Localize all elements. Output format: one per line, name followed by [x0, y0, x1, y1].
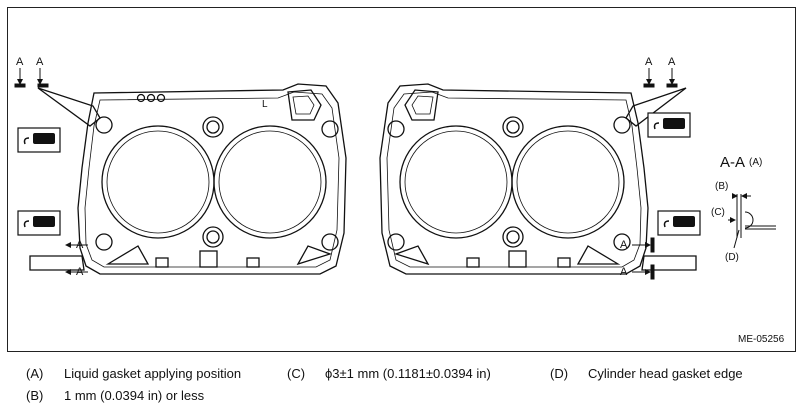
- legend-item-b: (B) 1 mm (0.0394 in) or less: [26, 388, 204, 403]
- gasket-diagram: L A A A A: [7, 7, 796, 352]
- left-head-mark: L: [262, 99, 268, 110]
- diagram-canvas: L A A A A: [14, 56, 785, 345]
- callout-c: (C): [711, 207, 725, 218]
- legend-text: Liquid gasket applying position: [64, 366, 242, 381]
- section-key: (A): [749, 157, 762, 168]
- left-gasket-markers: A A A A: [14, 56, 88, 278]
- arrow-label-a: A: [645, 56, 653, 68]
- figure-code: ME-05256: [738, 334, 785, 345]
- right-gasket-markers: A A A A: [620, 56, 678, 280]
- arrow-label-a: A: [620, 239, 628, 251]
- arrow-label-a: A: [620, 266, 628, 278]
- legend-key: (D): [550, 366, 569, 381]
- section-title: A-A: [720, 154, 745, 171]
- liquid-gasket-icon: [17, 210, 61, 236]
- right-head-gasket: [379, 83, 697, 275]
- legend-item-a: (A) Liquid gasket applying position: [26, 366, 241, 381]
- legend-text: Cylinder head gasket edge: [588, 366, 743, 381]
- left-head-gasket: [29, 83, 347, 275]
- liquid-gasket-icon: [647, 112, 691, 138]
- legend-key: (A): [26, 366, 44, 381]
- liquid-gasket-icon: [657, 210, 701, 236]
- legend-key: (B): [26, 388, 44, 403]
- section-a-a-detail: A-A (A) (B) (C) (D): [711, 154, 776, 263]
- arrow-label-a: A: [668, 56, 676, 68]
- callout-d: (D): [725, 252, 739, 263]
- legend-key: (C): [287, 366, 306, 381]
- legend-item-d: (D) Cylinder head gasket edge: [550, 366, 743, 381]
- legend-item-c: (C) ϕ3±1 mm (0.1181±0.0394 in): [287, 366, 491, 381]
- legend-text: 1 mm (0.0394 in) or less: [64, 388, 205, 403]
- callout-b: (B): [715, 181, 728, 192]
- legend-text: ϕ3±1 mm (0.1181±0.0394 in): [325, 366, 491, 381]
- arrow-label-a: A: [36, 56, 44, 68]
- liquid-gasket-icon: [17, 127, 61, 153]
- legend: (A) Liquid gasket applying position (B) 1 …: [0, 360, 803, 412]
- arrow-label-a: A: [16, 56, 24, 68]
